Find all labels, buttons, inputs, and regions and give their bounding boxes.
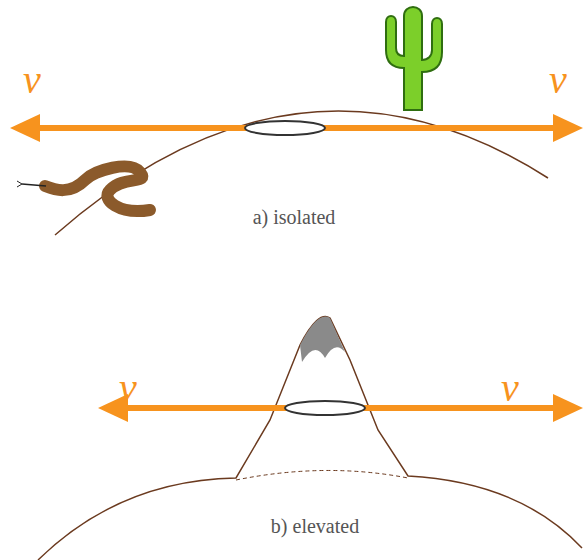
neutrino-arrow: [10, 114, 583, 142]
cactus: [386, 7, 442, 110]
detector-loop: [245, 121, 325, 135]
neutrino-symbol: ν: [549, 60, 567, 100]
snake: [17, 167, 150, 211]
snow-cap: [300, 317, 345, 362]
mountain-outline: [38, 317, 582, 560]
panel-caption: b) elevated: [271, 516, 359, 536]
earth-surface-dashed: [236, 470, 408, 480]
panel-caption: a) isolated: [253, 207, 336, 227]
neutrino-symbol: ν: [23, 60, 41, 100]
neutrino-symbol: ν: [119, 368, 137, 408]
neutrino-symbol: ν: [501, 368, 519, 408]
detector-loop: [285, 401, 365, 415]
